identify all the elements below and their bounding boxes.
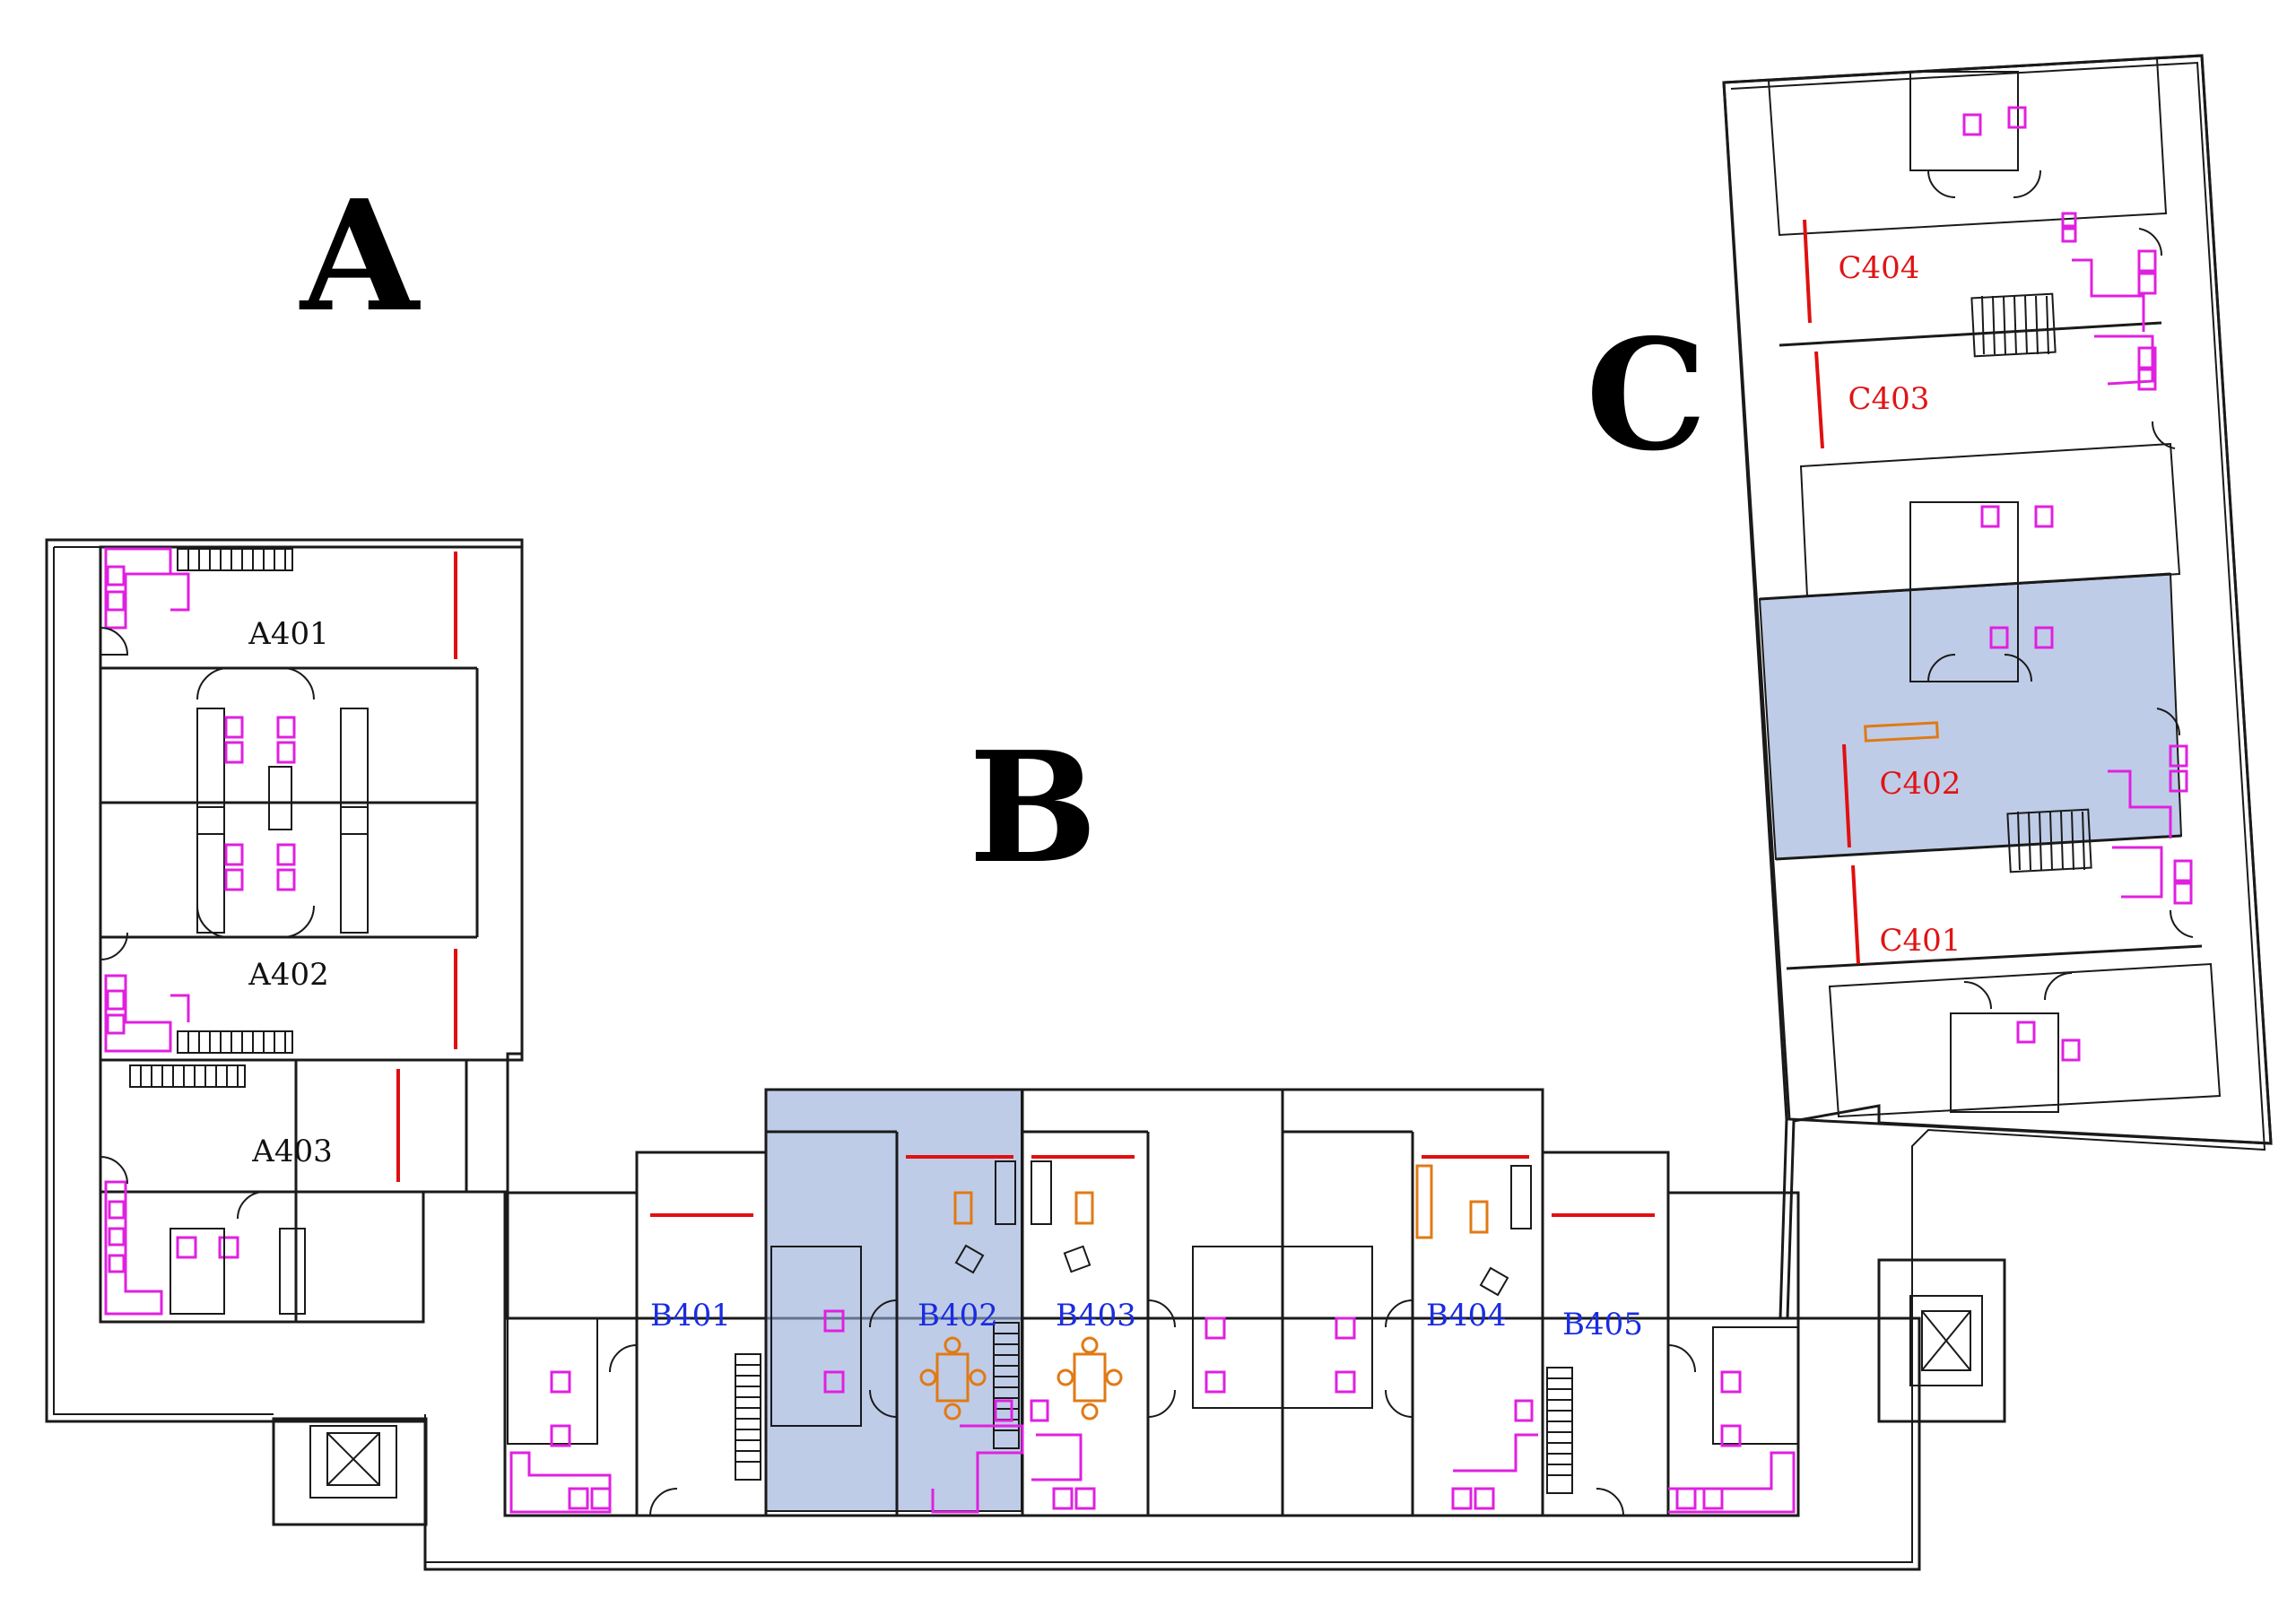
room-a402: A402 xyxy=(248,957,328,993)
room-b403: B403 xyxy=(1056,1298,1136,1334)
room-b404: B404 xyxy=(1426,1298,1507,1334)
room-c403: C403 xyxy=(1848,381,1930,417)
elevator-left xyxy=(272,1417,428,1526)
highlight-c402 xyxy=(1758,572,2183,861)
room-a403: A403 xyxy=(251,1134,332,1169)
room-c402: C402 xyxy=(1880,766,1961,802)
building-c: C xyxy=(1586,54,2273,1145)
room-b402: B402 xyxy=(918,1298,998,1334)
room-b401: B401 xyxy=(650,1298,731,1334)
building-b: B xyxy=(503,718,1800,1517)
room-c401: C401 xyxy=(1880,923,1961,959)
room-a401: A401 xyxy=(248,616,328,652)
building-a: A xyxy=(99,167,524,1324)
building-b-label: B xyxy=(969,718,1098,898)
room-b405: B405 xyxy=(1562,1307,1643,1342)
building-c-label: C xyxy=(1586,306,1707,485)
room-c404: C404 xyxy=(1839,250,1920,286)
elevator-right xyxy=(1877,1258,2006,1423)
building-a-label: A xyxy=(299,167,421,346)
